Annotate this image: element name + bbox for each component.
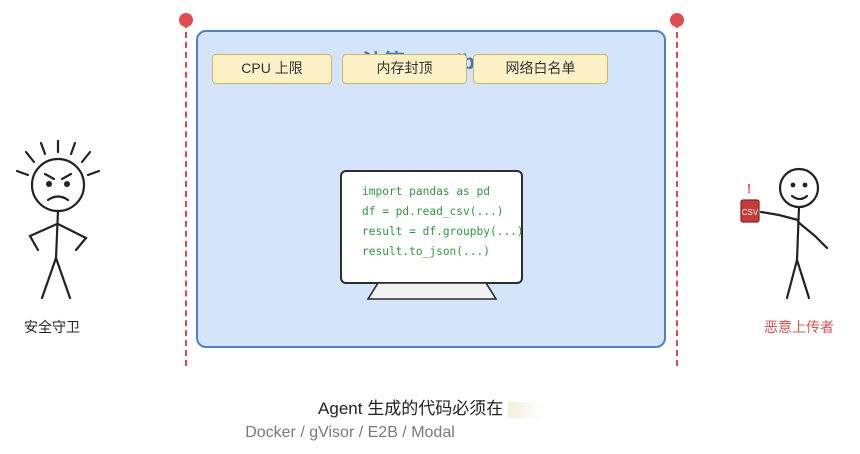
left-fence-line xyxy=(185,22,187,366)
guard-figure xyxy=(15,140,101,300)
attacker-label: 恶意上传者 xyxy=(764,319,834,335)
monitor-stand xyxy=(366,283,498,300)
code-line: import pandas as pd xyxy=(362,185,490,198)
csv-file-label: CSV xyxy=(742,208,759,217)
code-line: result = df.groupby(...) xyxy=(362,225,524,238)
code-line: result.to_json(...) xyxy=(362,245,490,258)
code-monitor: import pandas as pd df = pd.read_csv(...… xyxy=(340,170,524,284)
tag-cpu-limit: CPU 上限 xyxy=(212,54,332,84)
right-fence-post xyxy=(670,13,684,27)
caption-main: Agent 生成的代码必须在 xyxy=(0,394,860,419)
guard-label: 安全守卫 xyxy=(24,319,80,335)
csv-file-icon xyxy=(740,199,760,223)
caption-tools: Docker / gVisor / E2B / Modal xyxy=(245,424,455,441)
caption-main-text: Agent 生成的代码必须在 xyxy=(318,399,504,418)
right-fence-line xyxy=(676,22,678,366)
tag-memory-cap: 内存封顶 xyxy=(342,54,467,84)
left-fence-post xyxy=(179,13,193,27)
tag-network-whitelist: 网络白名单 xyxy=(473,54,608,84)
code-line: df = pd.read_csv(...) xyxy=(362,205,504,218)
alert-mark: ! xyxy=(747,181,751,196)
attacker-figure: CSV ! xyxy=(740,167,829,300)
caption-fade xyxy=(507,401,542,418)
